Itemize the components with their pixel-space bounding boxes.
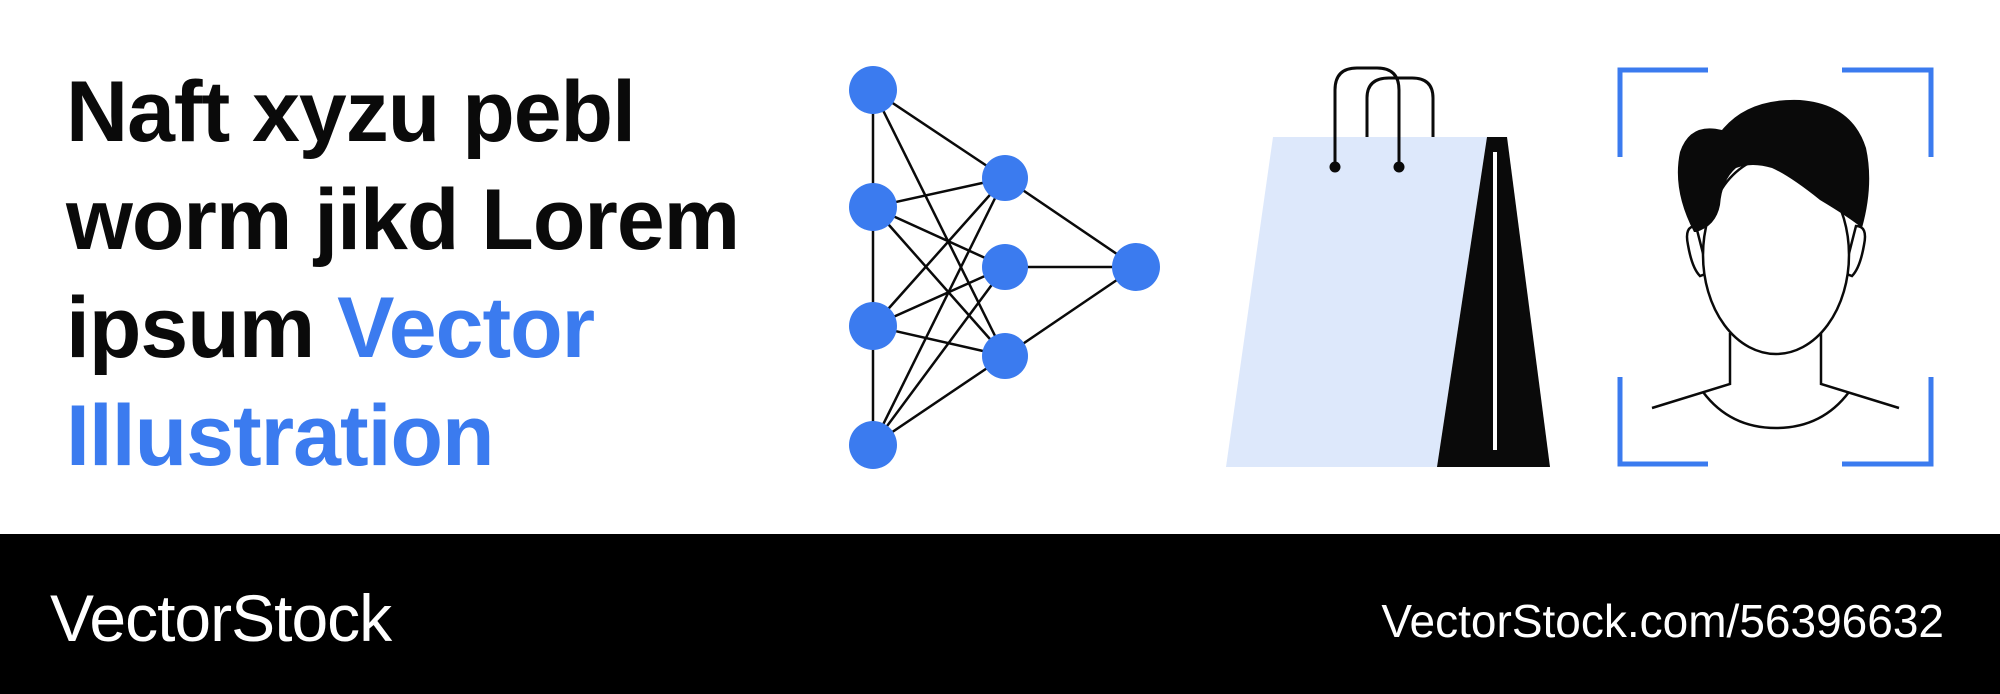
shopping-bag-icon [1226, 66, 1550, 467]
neural-network-nodes [849, 66, 1160, 469]
face-recognition-icon [1617, 67, 1934, 467]
headline-word-dark: ipsum [66, 280, 315, 376]
headline-word-blue: Vector [337, 280, 595, 376]
headline-line-4: Illustration [66, 388, 495, 484]
image-url[interactable]: VectorStock.com/56396632 [1381, 595, 1944, 647]
scan-frame-corners [1617, 67, 1934, 467]
illustration [849, 66, 1934, 469]
headline-line-2: worm jikd Lorem [66, 172, 740, 268]
headline-line-1: Naft xyzu pebl [66, 64, 636, 160]
footer-bar: VectorStock VectorStock.com/56396632 [0, 534, 2000, 694]
headline-line-3: ipsum Vector [66, 274, 786, 382]
headline: Naft xyzu pebl worm jikd Lorem ipsum Vec… [66, 58, 786, 490]
brand-logo[interactable]: VectorStock [50, 581, 392, 655]
